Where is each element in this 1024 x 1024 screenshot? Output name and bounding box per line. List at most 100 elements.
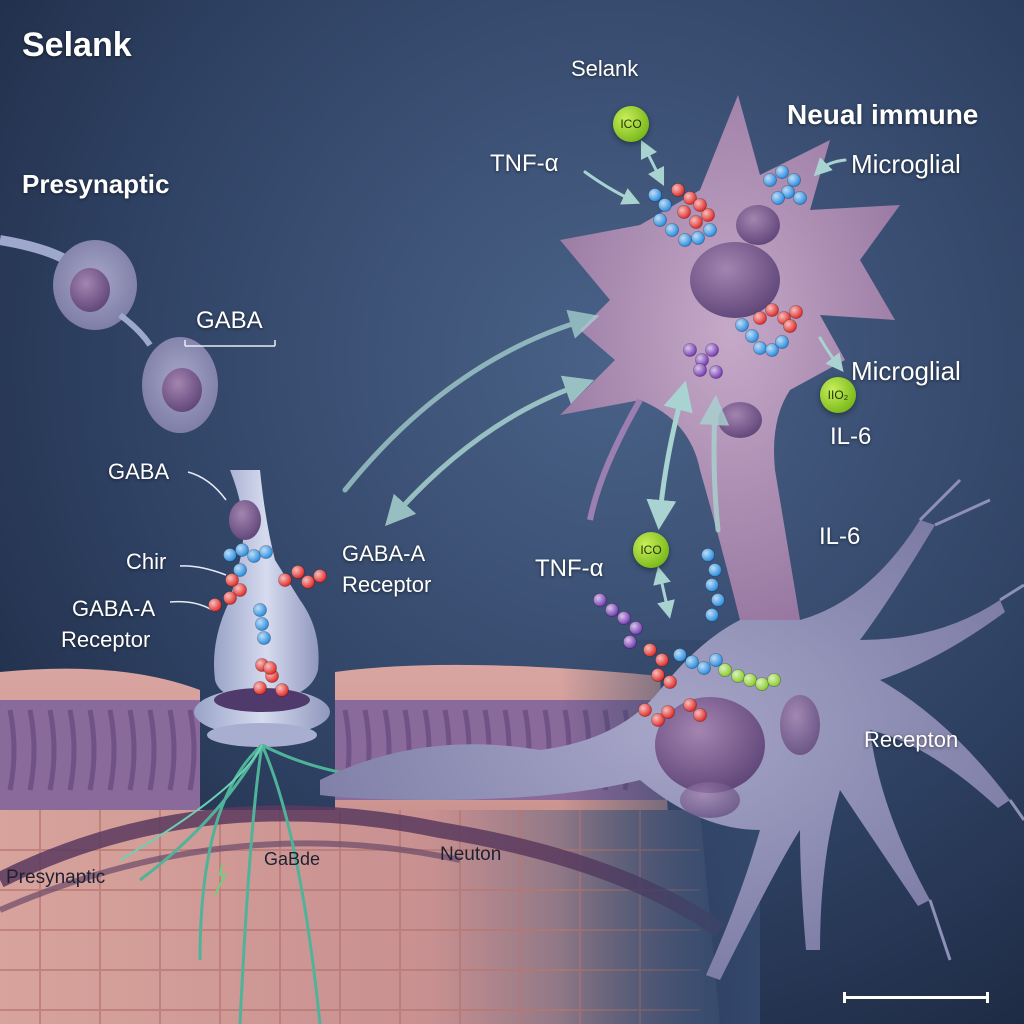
gabde-label: GaBde <box>264 849 321 869</box>
molecule-highlight <box>259 545 273 559</box>
molecule-cluster <box>638 698 707 727</box>
molecule-highlight <box>208 598 222 612</box>
gaba-a-receptor-center-line1: GABA-A <box>342 541 426 566</box>
molecule-highlight <box>695 353 709 367</box>
molecule-highlight <box>673 648 687 662</box>
gaba-cell-label: GABA <box>108 459 170 484</box>
molecule-highlight <box>685 655 699 669</box>
molecule-highlight <box>731 669 745 683</box>
diagram-title: Selank <box>22 26 132 64</box>
molecule-highlight <box>705 343 719 357</box>
molecule-highlight <box>257 631 271 645</box>
molecule-highlight <box>693 708 707 722</box>
gaba-bracket-label: GABA <box>196 307 263 334</box>
il6-label-mid: IL-6 <box>830 423 872 450</box>
molecule-highlight <box>605 603 619 617</box>
molecule-highlight <box>253 681 267 695</box>
molecule-highlight <box>783 319 797 333</box>
microglial-label-top: Microglial <box>851 149 961 179</box>
gaba-a-receptor-left-line1: GABA-A <box>72 596 156 621</box>
selank-badge-lower: ICO <box>633 532 669 568</box>
molecule-highlight <box>678 233 692 247</box>
molecule-highlight <box>708 563 722 577</box>
molecule-highlight <box>767 673 781 687</box>
molecule-highlight <box>651 713 665 727</box>
molecule-cluster <box>763 165 807 205</box>
il6-badge-mid: IIO₂ <box>820 377 856 413</box>
molecule-cluster <box>253 603 271 645</box>
molecule-highlight <box>233 583 247 597</box>
molecule-highlight <box>705 578 719 592</box>
molecule-highlight <box>718 663 732 677</box>
neuton-label: Neuton <box>440 844 502 865</box>
tnf-alpha-label-top: TNF-α <box>490 150 559 177</box>
molecule-highlight <box>745 329 759 343</box>
molecule-highlight <box>643 643 657 657</box>
molecule-highlight <box>735 318 749 332</box>
molecule-highlight <box>703 223 717 237</box>
molecule-highlight <box>789 305 803 319</box>
molecule-highlight <box>705 608 719 622</box>
molecule-highlight <box>787 173 801 187</box>
molecule-highlight <box>661 705 675 719</box>
molecule-highlight <box>638 703 652 717</box>
molecule-cluster <box>683 343 723 379</box>
recepton-label: Recepton <box>864 727 959 752</box>
molecule-highlight <box>629 621 643 635</box>
molecule-highlight <box>255 617 269 631</box>
molecule-highlight <box>223 548 237 562</box>
molecule-highlight <box>683 698 697 712</box>
molecule-cluster <box>671 183 715 229</box>
molecule-highlight <box>593 593 607 607</box>
molecule-cluster <box>223 543 273 577</box>
gaba-cell-chain <box>0 235 421 1024</box>
molecule-highlight <box>765 303 779 317</box>
molecule-highlight <box>697 661 711 675</box>
molecule-highlight <box>263 661 277 675</box>
molecule-highlight <box>677 205 691 219</box>
molecule-highlight <box>275 683 289 697</box>
molecule-highlight <box>755 677 769 691</box>
molecule-highlight <box>693 363 707 377</box>
gaba-a-receptor-left-line2: Receptor <box>61 627 151 652</box>
molecule-highlight <box>235 543 249 557</box>
molecule-highlight <box>775 165 789 179</box>
molecule-highlight <box>653 213 667 227</box>
signal-arrows <box>342 139 847 619</box>
molecule-highlight <box>663 675 677 689</box>
neural-immune-label: Neual immune <box>787 99 979 130</box>
molecules <box>208 165 807 727</box>
molecule-highlight <box>709 653 723 667</box>
selank-label: Selank <box>571 56 639 81</box>
molecule-cluster <box>701 548 725 622</box>
molecule-cluster <box>208 573 247 612</box>
molecule-highlight <box>763 173 777 187</box>
molecule-highlight <box>709 365 723 379</box>
molecule-highlight <box>301 575 315 589</box>
receptor-neuron <box>320 478 1024 980</box>
presynaptic-bottom-label: Presynaptic <box>6 867 106 888</box>
molecule-cluster <box>648 188 717 247</box>
molecule-cluster <box>735 318 789 357</box>
molecule-highlight <box>291 565 305 579</box>
tnf-alpha-label-lower: TNF-α <box>535 555 604 582</box>
molecule-highlight <box>753 311 767 325</box>
molecule-highlight <box>623 635 637 649</box>
molecule-highlight <box>775 335 789 349</box>
molecule-highlight <box>765 343 779 357</box>
microglial-label-mid: Microglial <box>851 356 961 386</box>
molecule-highlight <box>658 198 672 212</box>
molecule-highlight <box>278 573 292 587</box>
molecule-highlight <box>617 611 631 625</box>
scale-bar <box>843 992 989 1003</box>
molecule-highlight <box>247 549 261 563</box>
molecule-highlight <box>781 185 795 199</box>
molecule-highlight <box>665 223 679 237</box>
presynaptic-heading: Presynaptic <box>22 169 170 199</box>
molecule-highlight <box>651 668 665 682</box>
molecule-highlight <box>771 191 785 205</box>
molecule-highlight <box>743 673 757 687</box>
molecule-highlight <box>655 653 669 667</box>
